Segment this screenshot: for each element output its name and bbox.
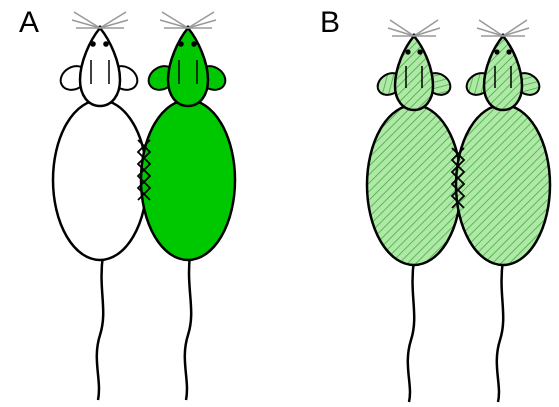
mouse-eye [178,41,184,47]
mouse-eye [405,49,410,54]
mouse-eye [506,49,511,54]
mouse-icon [456,20,550,402]
mouse-body [53,100,147,260]
mouse-icon [367,20,461,402]
mouse-body [367,105,461,265]
mouse-head [484,36,522,110]
mouse-tail [408,260,414,402]
panel-b [367,20,550,402]
mouse-icon [53,12,147,400]
mouse-eye [191,41,197,47]
mouse-tail [497,260,503,402]
mouse-body [141,100,235,260]
mouse-tail [97,255,103,400]
mouse-eye [417,49,422,54]
mouse-head [395,36,433,110]
mouse-head [168,28,208,106]
mouse-head [80,28,120,106]
mouse-body [456,105,550,265]
panel-a [53,12,235,400]
mouse-eye [494,49,499,54]
mouse-tail [185,255,191,400]
mouse-eye [103,41,109,47]
mouse-icon [141,12,235,400]
mouse-eye [90,41,96,47]
